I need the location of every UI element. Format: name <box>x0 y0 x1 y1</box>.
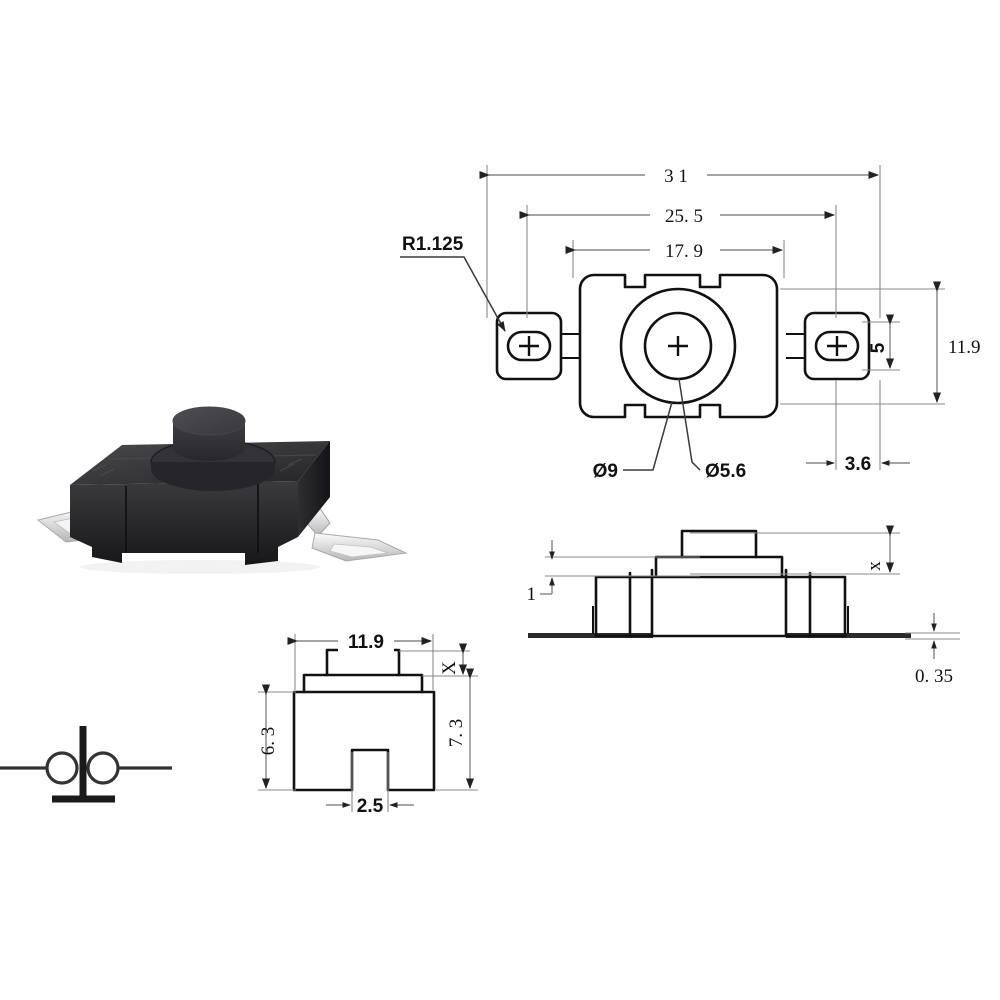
dim-overall-width: 3 1 <box>479 160 881 318</box>
top-view-inner-circle <box>643 311 713 381</box>
side-view-leads <box>528 633 911 638</box>
product-photo <box>30 385 430 585</box>
front-view-body <box>292 648 436 792</box>
dim-front-body-height-label: 6. 3 <box>258 727 279 756</box>
dim-front-width: 11.9 <box>287 626 434 690</box>
dim-button-travel: x <box>690 525 900 575</box>
dim-front-total-height-label: 7. 3 <box>446 719 467 748</box>
dim-front-total-height: 7. 3 <box>436 668 478 791</box>
photo-right-terminal <box>297 506 408 562</box>
dim-bottom-notch-width: 2.5 <box>326 752 414 817</box>
dim-flange-step: 1 <box>527 540 700 605</box>
dim-front-button-height-label: X <box>439 661 460 675</box>
dim-tab-width-label: 3.6 <box>845 454 871 475</box>
schematic-left-contact <box>45 751 79 785</box>
photo-body-front <box>70 481 298 565</box>
photo-body-side <box>298 441 330 537</box>
side-view-body <box>592 529 849 638</box>
product-photo-svg <box>36 406 408 574</box>
top-view-outer-circle <box>619 287 737 405</box>
dim-corner-radius-label: R1.125 <box>402 234 464 255</box>
dim-lead-thickness-label: 0. 35 <box>915 666 953 687</box>
dim-body-width: 17. 9 <box>565 235 785 278</box>
dim-front-button-height: X <box>399 643 470 677</box>
dim-corner-radius: R1.125 <box>400 234 506 332</box>
dim-button-travel-label: x <box>864 561 885 571</box>
dim-tab-width: 3.6 <box>806 380 910 475</box>
dim-body-width-label: 17. 9 <box>665 241 703 262</box>
dim-mount-hole-span: 25. 5 <box>519 200 837 318</box>
dim-front-width-label: 11.9 <box>348 632 384 653</box>
dim-bottom-notch-width-label: 2.5 <box>357 796 384 817</box>
dim-outer-circle: Ø9 <box>593 401 673 482</box>
dim-front-body-height: 6. 3 <box>258 684 296 791</box>
dim-overall-height: 11.9 <box>780 281 981 405</box>
dim-tab-height: 5 <box>862 314 900 371</box>
dim-mount-hole-span-label: 25. 5 <box>665 206 703 227</box>
dim-lead-thickness: 0. 35 <box>905 613 960 687</box>
photo-button-top <box>172 406 246 436</box>
top-view-body <box>578 273 779 419</box>
dim-flange-step-label: 1 <box>527 584 537 605</box>
dim-overall-height-label: 11.9 <box>948 337 981 358</box>
top-view-center-mark <box>668 336 688 356</box>
top-view-left-tab <box>495 311 580 381</box>
dim-tab-height-label: 5 <box>868 342 889 353</box>
dim-overall-width-label: 3 1 <box>664 166 688 187</box>
dim-inner-circle: Ø5.6 <box>678 378 746 482</box>
dim-outer-circle-label: Ø9 <box>593 461 618 482</box>
dim-inner-circle-label: Ø5.6 <box>705 461 746 482</box>
